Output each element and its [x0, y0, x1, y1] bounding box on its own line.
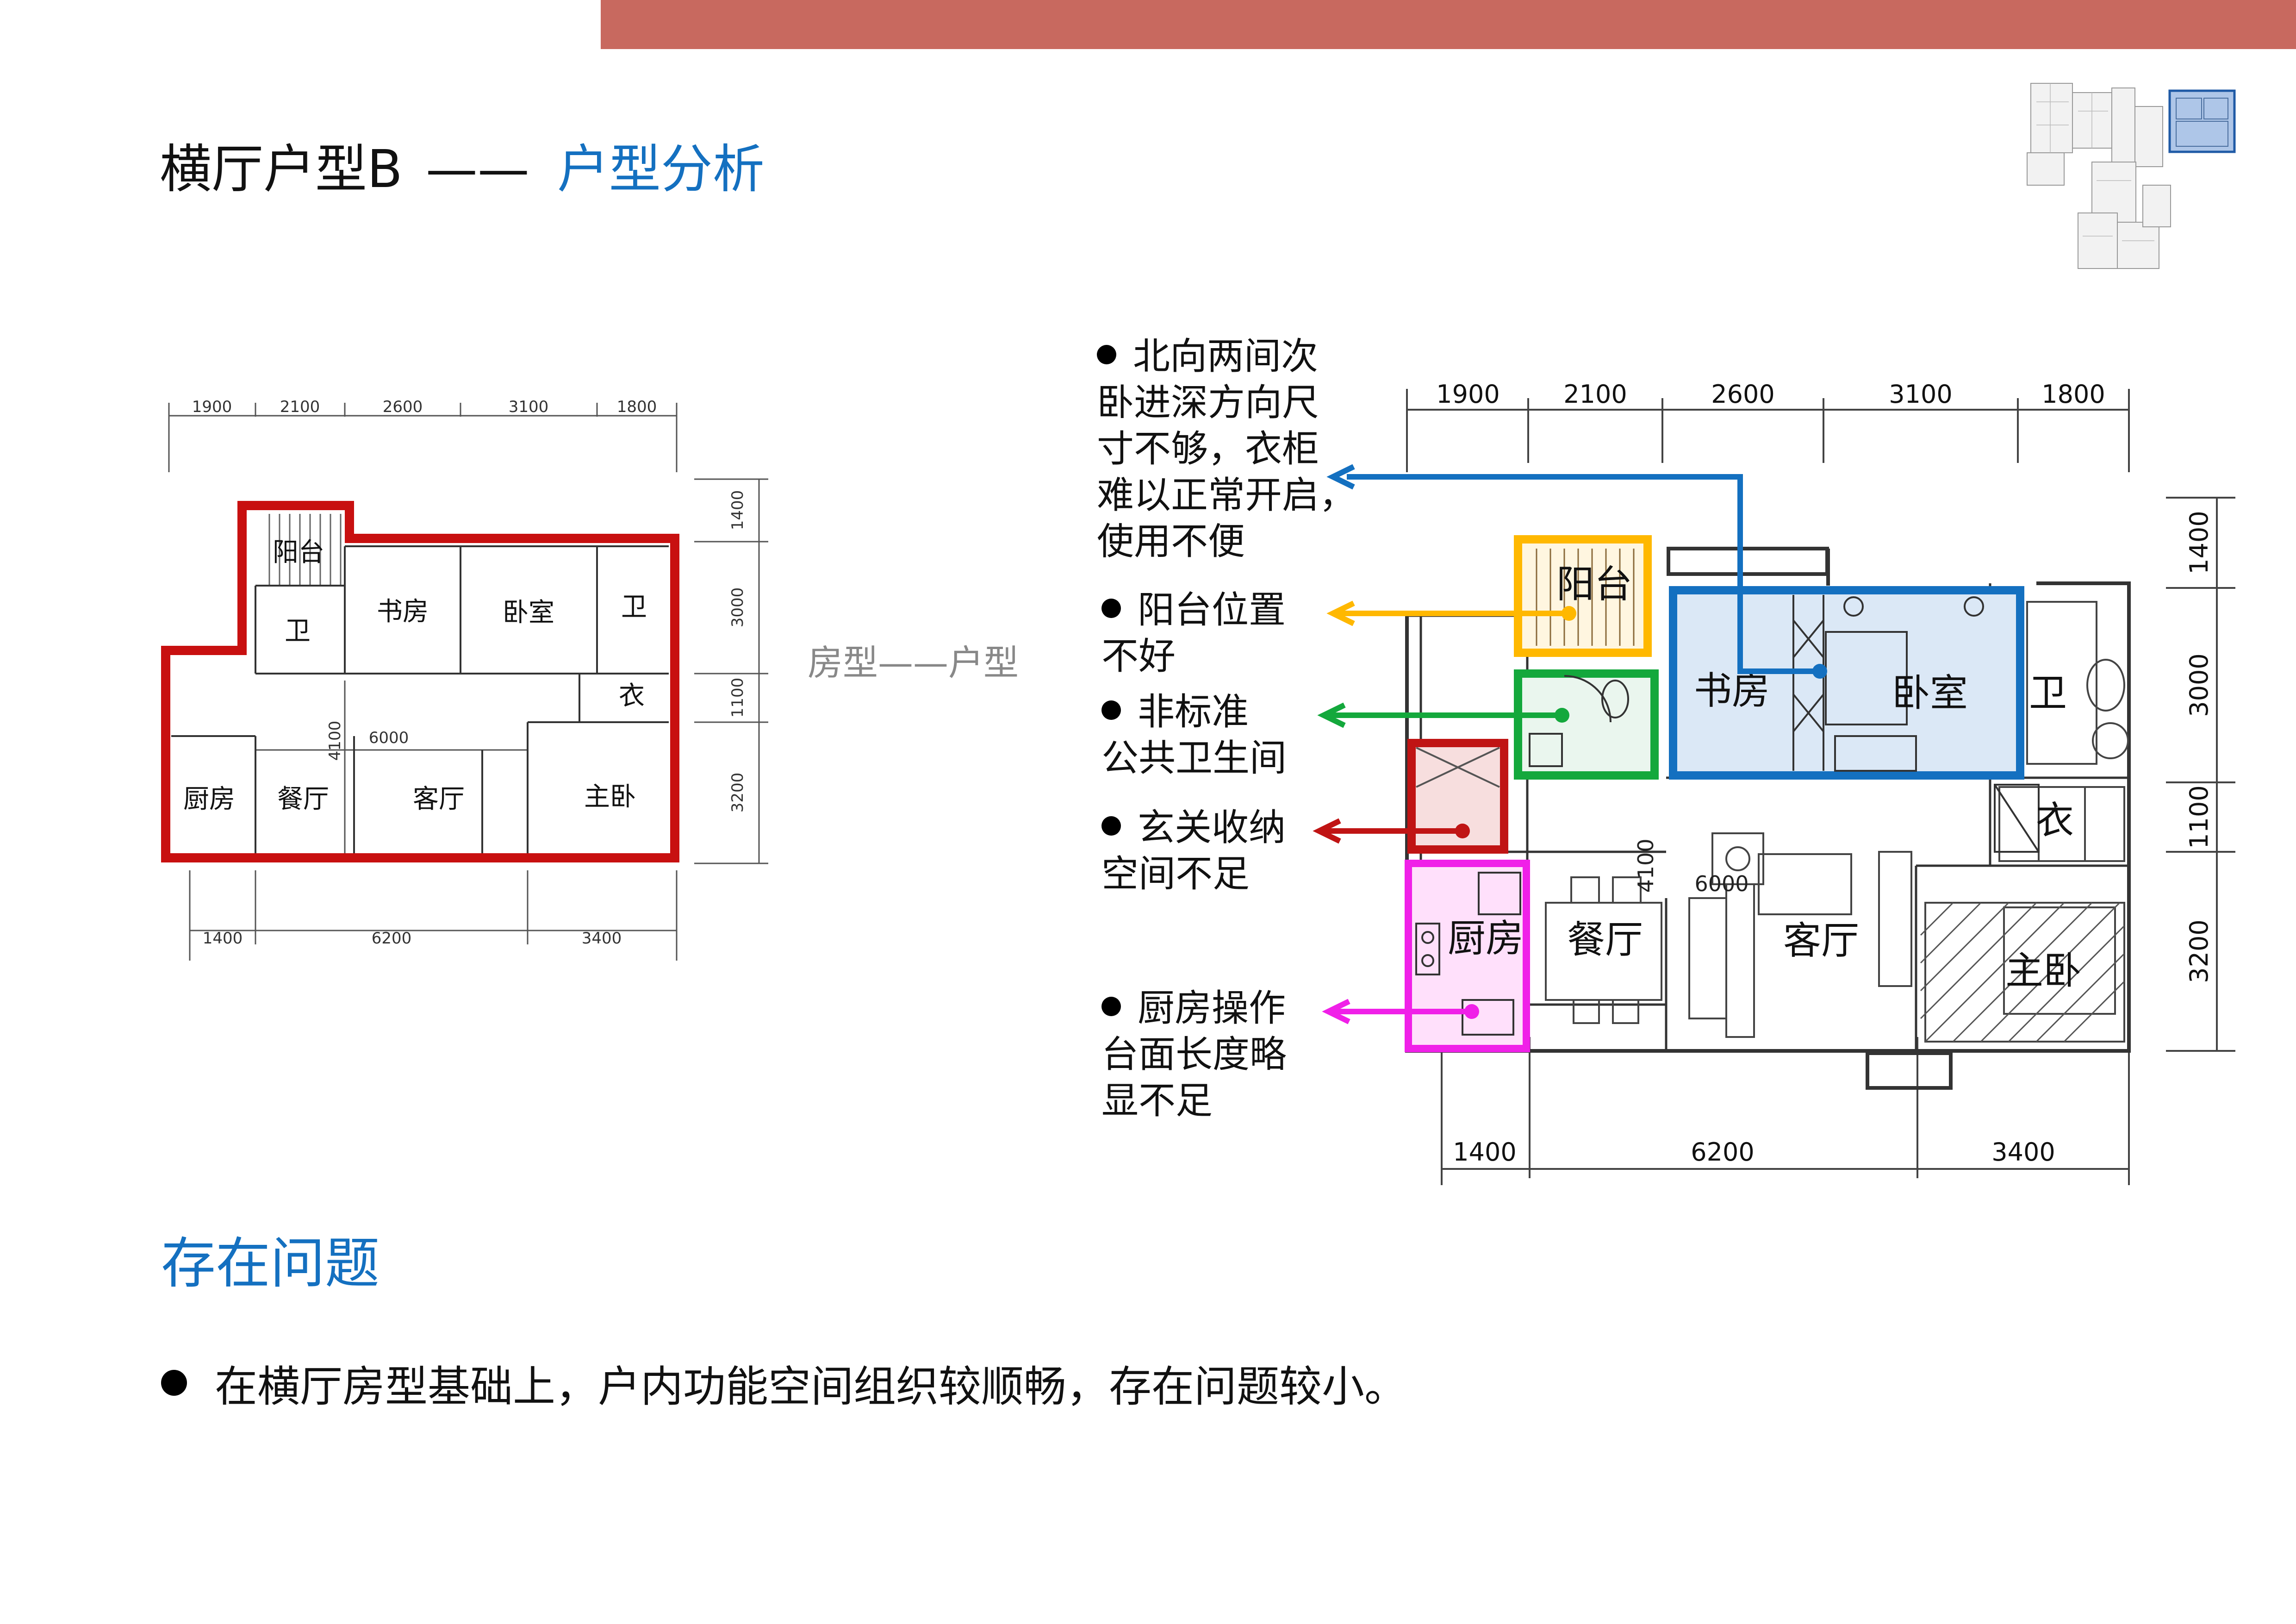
detail-side-dim-3: 1100 — [2184, 785, 2214, 849]
detail-top-dim-4: 3100 — [1889, 380, 1952, 409]
detail-room-living: 客厅 — [1783, 919, 1859, 963]
simple-room-bedroom: 卧室 — [503, 598, 554, 628]
detail-room-balcony: 阳台 — [1556, 562, 1632, 606]
simple-side-dim-4: 3200 — [728, 773, 747, 813]
title-dash: —— — [425, 139, 529, 200]
simple-room-balcony: 阳台 — [273, 537, 324, 568]
simple-room-study: 书房 — [377, 597, 429, 627]
detail-room-bedroom: 卧室 — [1892, 671, 1968, 715]
detail-side-dim-4: 3200 — [2184, 919, 2214, 983]
note-entry-storage: 玄关收纳 空间不足 — [1101, 806, 1286, 895]
detail-inner-dim-depth: 4100 — [1633, 838, 1658, 893]
detail-room-master: 主卧 — [2005, 949, 2081, 993]
detail-side-dim-1: 1400 — [2184, 511, 2214, 574]
simple-top-dim-3: 2600 — [383, 398, 423, 416]
bullet-dot-icon — [161, 1370, 187, 1396]
simple-side-dim-3: 1100 — [728, 678, 747, 718]
simple-side-dim-2: 3000 — [728, 587, 747, 628]
note-kitchen: 厨房操作 台面长度略 显不足 — [1101, 987, 1287, 1122]
detail-room-wc: 卫 — [2029, 671, 2067, 715]
detail-room-closet: 衣 — [2036, 799, 2074, 843]
section-bullet-text: 在横厅房型基础上，户内功能空间组织较顺畅，存在问题较小。 — [215, 1362, 1407, 1412]
simple-room-wc-a: 卫 — [285, 616, 311, 646]
note-public-wc: 非标准 公共卫生间 — [1101, 690, 1287, 780]
simple-top-dim-2: 2100 — [280, 398, 320, 416]
bullet-dot-icon — [1101, 599, 1121, 618]
bullet-dot-icon — [1101, 700, 1121, 720]
simple-bottom-dim-2: 6200 — [372, 929, 412, 948]
simple-room-dining: 餐厅 — [277, 784, 329, 814]
simple-side-dim-1: 1400 — [728, 490, 747, 531]
simple-room-wc-b: 卫 — [621, 592, 647, 622]
simple-top-dim-1: 1900 — [192, 398, 232, 416]
detail-top-dim-1: 1900 — [1436, 380, 1500, 409]
simple-inner-dim-depth: 4100 — [326, 721, 344, 761]
title-sub: 户型分析 — [557, 139, 765, 200]
detail-bottom-dim-2: 6200 — [1691, 1137, 1754, 1167]
title-main: 横厅户型B — [160, 139, 403, 200]
simple-bottom-dim-3: 3400 — [582, 929, 622, 948]
detail-side-dim-2: 3000 — [2184, 653, 2214, 717]
detail-room-dining: 餐厅 — [1567, 918, 1643, 962]
detail-inner-dim-width: 6000 — [1694, 871, 1748, 896]
detail-bottom-dim-1: 1400 — [1453, 1137, 1516, 1167]
detail-room-study: 书房 — [1694, 669, 1770, 713]
section-bullet: 在横厅房型基础上，户内功能空间组织较顺畅，存在问题较小。 — [161, 1363, 1407, 1410]
simple-top-dim-4: 3100 — [509, 398, 549, 416]
header-accent-bar — [601, 0, 2296, 49]
simple-floor-plan: 1900 2100 2600 3100 1800 1400 6200 3400 … — [161, 398, 768, 961]
detail-top-dim-3: 2600 — [1711, 380, 1774, 409]
detail-bottom-dim-3: 3400 — [1991, 1137, 2055, 1167]
detailed-floor-plan: 1900 2100 2600 3100 1800 1400 6200 3400 … — [1313, 380, 2235, 1185]
note-bedroom-depth: 北向两间次 卧进深方向尺 寸不够，衣柜 难以正常开启， 使用不便 — [1097, 335, 1356, 563]
simple-room-kitchen: 厨房 — [183, 784, 235, 814]
section-title: 存在问题 — [161, 1231, 380, 1295]
simple-inner-dim-width: 6000 — [369, 729, 409, 747]
simple-room-master: 主卧 — [584, 782, 636, 812]
page-title: 横厅户型B——户型分析 — [160, 144, 765, 195]
simple-room-living: 客厅 — [413, 784, 465, 814]
bullet-dot-icon — [1101, 997, 1121, 1016]
note-balcony: 阳台位置 不好 — [1101, 588, 1286, 678]
simple-room-closet: 衣 — [619, 681, 645, 711]
site-thumbnail — [2027, 83, 2236, 269]
detail-top-dim-2: 2100 — [1563, 380, 1627, 409]
bullet-dot-icon — [1101, 816, 1121, 836]
simple-top-dim-5: 1800 — [617, 398, 657, 416]
bullet-dot-icon — [1097, 345, 1116, 364]
simple-bottom-dim-1: 1400 — [203, 929, 243, 948]
transition-label: 房型——户型 — [808, 642, 1019, 683]
detail-room-kitchen: 厨房 — [1448, 917, 1524, 961]
detail-top-dim-5: 1800 — [2041, 380, 2105, 409]
